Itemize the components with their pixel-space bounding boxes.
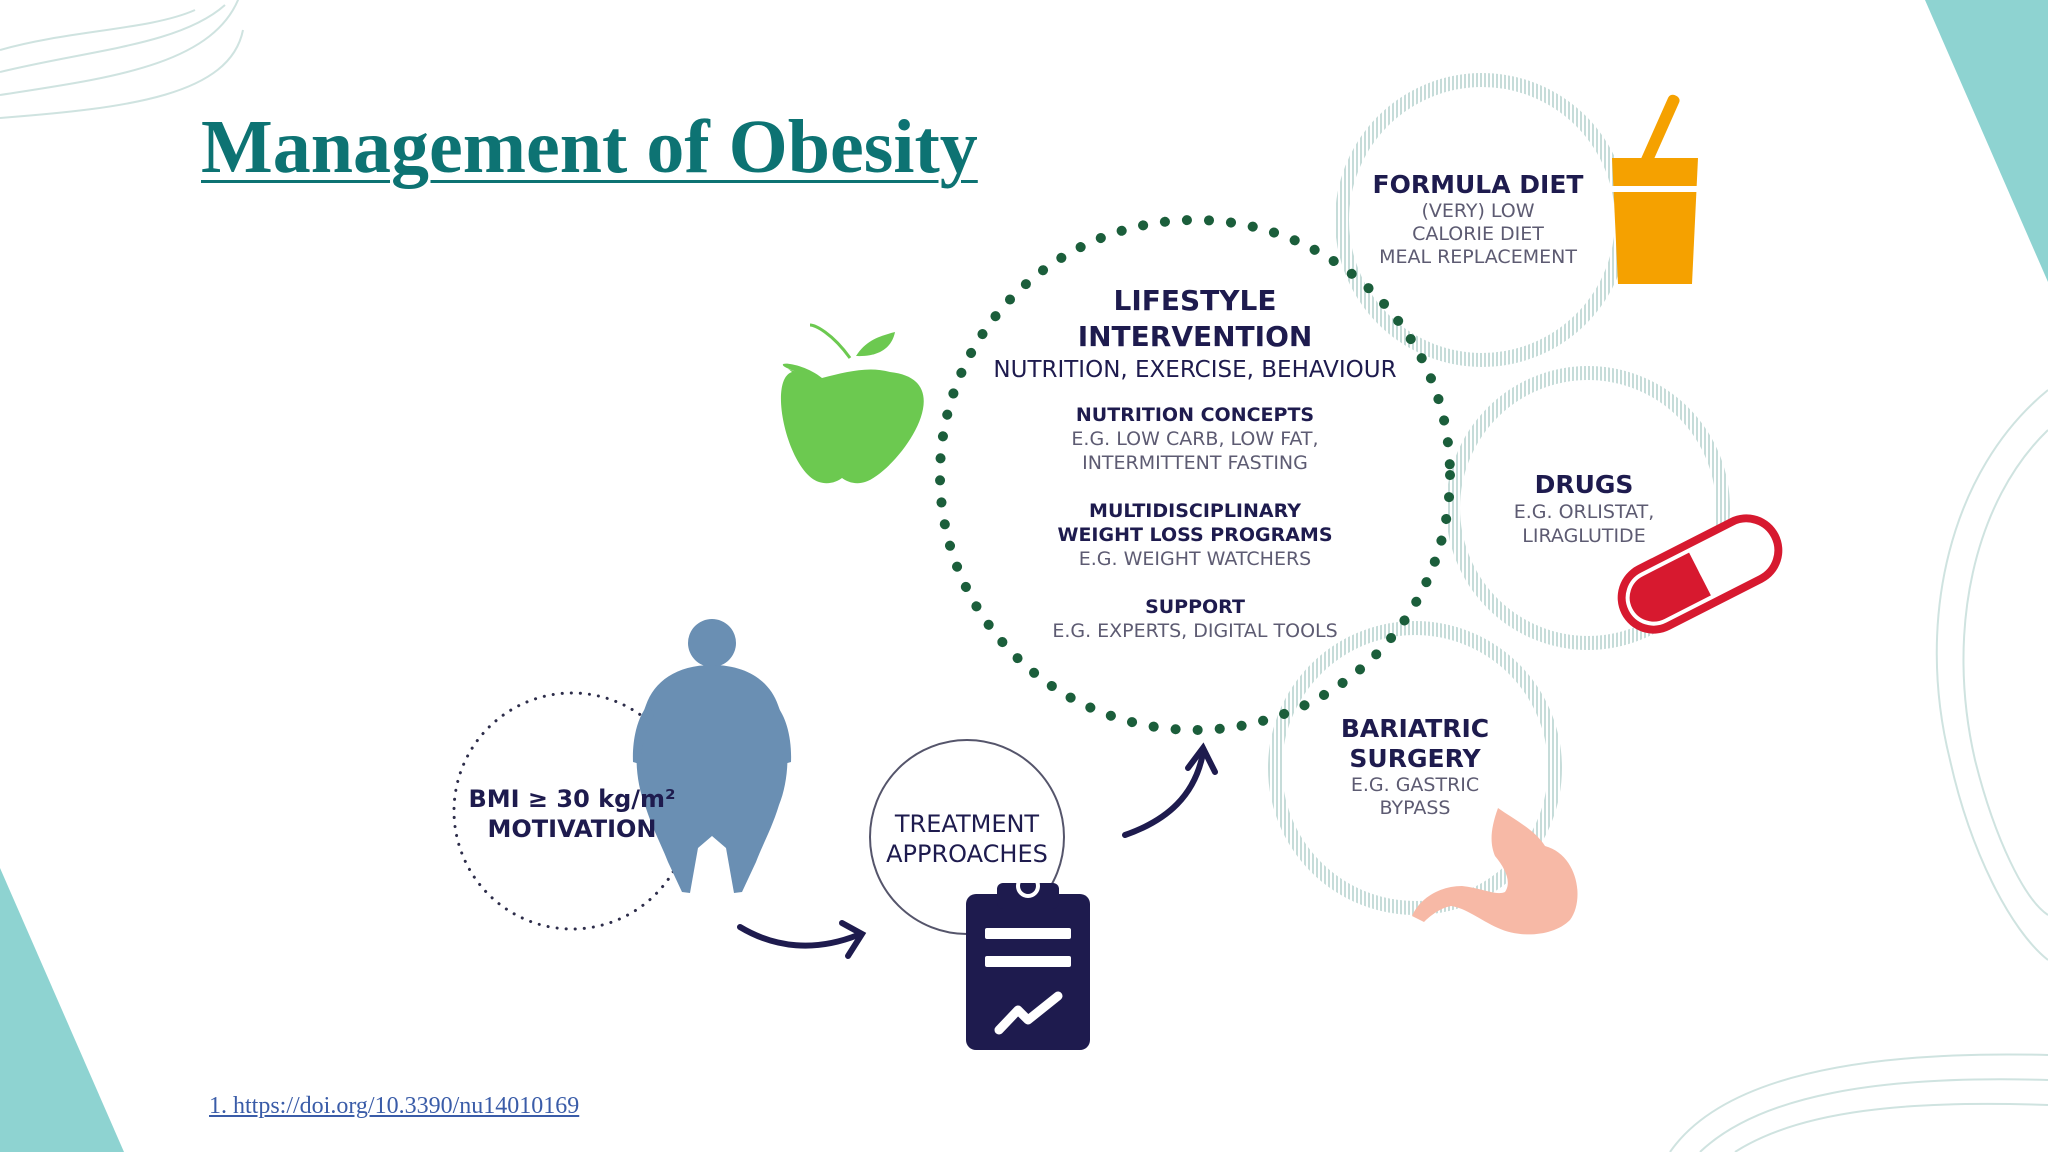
programs-heading-line2: WEIGHT LOSS PROGRAMS [1057, 524, 1333, 546]
formula-diet-line3: MEAL REPLACEMENT [1379, 246, 1577, 268]
support-heading: SUPPORT [1145, 596, 1245, 618]
drugs-line1: E.G. ORLISTAT, [1513, 501, 1655, 523]
nutrition-concepts-line2: INTERMITTENT FASTING [1082, 452, 1308, 474]
treatment-line2: APPROACHES [886, 840, 1048, 868]
bariatric-surgery-block: BARIATRIC SURGERY E.G. GASTRIC BYPASS [1325, 714, 1505, 820]
programs-heading-line1: MULTIDISCIPLINARY [1089, 500, 1301, 522]
drugs-block: DRUGS E.G. ORLISTAT, LIRAGLUTIDE [1494, 470, 1674, 548]
bottom-right-swirl-decoration [1669, 1053, 2048, 1152]
programs-example: E.G. WEIGHT WATCHERS [1078, 548, 1312, 570]
lifestyle-intervention-block: LIFESTYLE INTERVENTION NUTRITION, EXERCI… [945, 283, 1445, 643]
bariatric-line1: E.G. GASTRIC [1350, 774, 1480, 796]
arrow-to-treatment-icon [737, 920, 867, 959]
pill-icon [1617, 514, 1783, 634]
bmi-label: BMI ≥ 30 kg/m² [468, 785, 676, 813]
page-title: Management of Obesity [201, 105, 978, 189]
formula-diet-line2: CALORIE DIET [1412, 223, 1544, 245]
treatment-line1: TREATMENT [894, 810, 1040, 838]
cup-icon [1612, 94, 1698, 284]
right-swirl-decoration [1935, 389, 2048, 961]
drugs-line2: LIRAGLUTIDE [1522, 525, 1646, 547]
stomach-icon [1412, 808, 1578, 935]
drugs-heading: DRUGS [1534, 470, 1634, 499]
formula-diet-block: FORMULA DIET (VERY) LOW CALORIE DIET MEA… [1358, 170, 1598, 269]
person-silhouette-icon [632, 619, 792, 893]
bariatric-heading-line2: SURGERY [1349, 744, 1481, 773]
nutrition-concepts-line1: E.G. LOW CARB, LOW FAT, [1071, 428, 1319, 450]
formula-diet-heading: FORMULA DIET [1372, 170, 1584, 199]
treatment-approaches-block: TREATMENT APPROACHES [862, 809, 1072, 869]
top-right-teal-decoration [1925, 0, 2048, 282]
lifestyle-intervention-ring [935, 215, 1455, 735]
top-left-swirl-decoration [0, 0, 244, 119]
nutrition-concepts-heading: NUTRITION CONCEPTS [1075, 404, 1315, 426]
apple-icon [780, 323, 924, 484]
bottom-left-teal-decoration [0, 868, 124, 1152]
support-example: E.G. EXPERTS, DIGITAL TOOLS [1052, 620, 1338, 642]
formula-diet-line1: (VERY) LOW [1421, 200, 1535, 222]
lifestyle-title-line1: LIFESTYLE [1113, 284, 1277, 317]
bariatric-heading-line1: BARIATRIC [1340, 714, 1490, 743]
bariatric-line2: BYPASS [1379, 797, 1451, 819]
patient-block: BMI ≥ 30 kg/m² MOTIVATION [452, 784, 692, 844]
lifestyle-title-line2: INTERVENTION [1077, 320, 1313, 353]
motivation-label: MOTIVATION [487, 815, 657, 843]
reference-link[interactable]: 1. https://doi.org/10.3390/nu14010169 [209, 1093, 580, 1119]
arrow-to-lifestyle-icon [1122, 742, 1218, 838]
bariatric-surgery-ring [1268, 621, 1562, 915]
lifestyle-subtitle: NUTRITION, EXERCISE, BEHAVIOUR [993, 357, 1397, 383]
drugs-ring [1446, 366, 1730, 650]
clipboard-icon [966, 874, 1090, 1050]
